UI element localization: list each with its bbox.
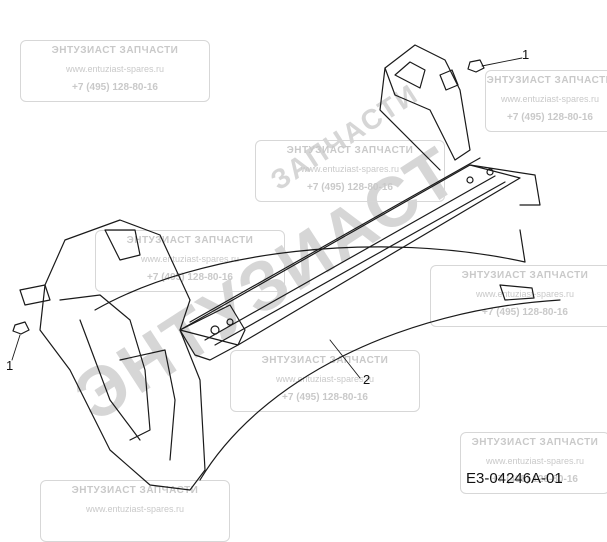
leader-line-2 [329,339,361,379]
drawing-code: E3-04246A-01 [466,470,563,487]
beam-left-joint [179,304,246,361]
watermark-block: ЭНТУЗИАСТ ЗАПЧАСТИ www.entuziast-spares.… [430,265,607,327]
shroud-edge [519,229,526,263]
watermark-block: ЭНТУЗИАСТ ЗАПЧАСТИ www.entuziast-spares.… [255,140,445,202]
shroud-tab [499,284,535,301]
watermark-block: ЭНТУЗИАСТ ЗАПЧАСТИ www.entuziast-spares.… [485,70,607,132]
callout-1-top: 1 [522,47,530,62]
nut-part-left [12,321,30,335]
shroud-outer-arc [94,246,526,311]
shroud-inner-arc [199,299,561,481]
watermark-block: ЭНТУЗИАСТ ЗАПЧАСТИ www.entuziast-spares.… [95,230,285,292]
callout-2: 2 [363,372,371,387]
top-bracket [384,44,471,161]
leader-line-1-left [11,334,21,361]
main-beam [179,164,521,346]
housing-drawing [11,44,561,491]
parts-diagram: ЭНТУЗИАСТ ЗАПЧАСТИ ЭНТУЗИАСТ ЗАПЧАСТИ ww… [6,40,607,542]
watermark-block: ЭНТУЗИАСТ ЗАПЧАСТИ www.entuziast-spares.… [230,350,420,412]
beam-right-end [469,164,541,206]
nut-part-top [467,59,485,73]
watermark-block: ЭНТУЗИАСТ ЗАПЧАСТИ www.entuziast-spares.… [460,432,607,494]
left-frame [39,219,206,491]
watermark-block: ЭНТУЗИАСТ ЗАПЧАСТИ www.entuziast-spares.… [20,40,210,102]
callout-1-left: 1 [6,358,14,373]
leader-line-1-top [481,57,523,67]
